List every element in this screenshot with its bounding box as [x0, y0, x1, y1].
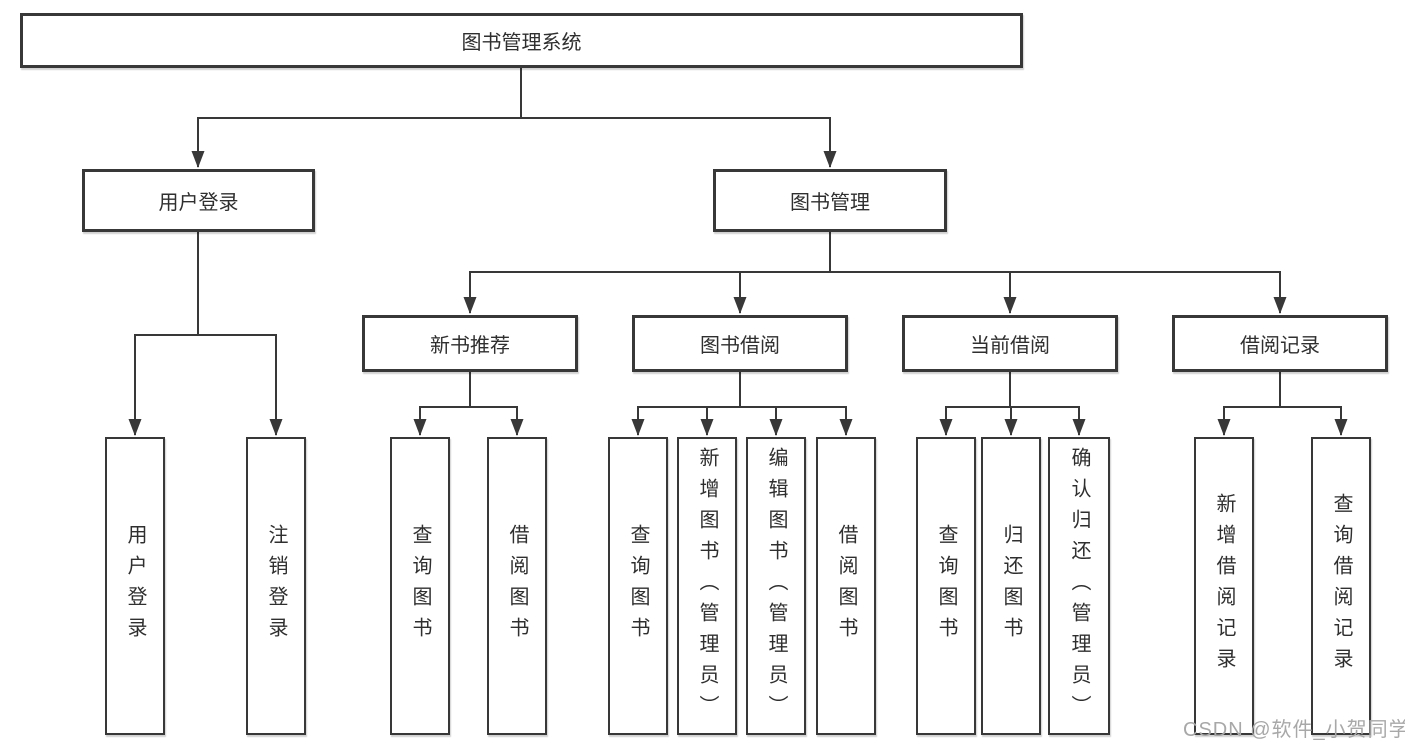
node-book-borrow: 图书借阅: [632, 315, 848, 372]
leaf-edit-books-admin: 编辑图书（管理员）: [746, 437, 806, 735]
node-new-book-recommend: 新书推荐: [362, 315, 578, 372]
node-borrow-records: 借阅记录: [1172, 315, 1388, 372]
leaf-borrow-books: 借阅图书: [816, 437, 876, 735]
node-user-login: 用户登录: [82, 169, 315, 232]
leaf-user-login: 用户登录: [105, 437, 165, 735]
node-root-system: 图书管理系统: [20, 13, 1023, 68]
leaf-logout: 注销登录: [246, 437, 306, 735]
node-current-borrow: 当前借阅: [902, 315, 1118, 372]
leaf-add-borrow-record: 新增借阅记录: [1194, 437, 1254, 735]
leaf-return-books: 归还图书: [981, 437, 1041, 735]
leaf-current-query-books: 查询图书: [916, 437, 976, 735]
leaf-query-borrow-record: 查询借阅记录: [1311, 437, 1371, 735]
node-book-management: 图书管理: [713, 169, 947, 232]
leaf-confirm-return-admin: 确认归还（管理员）: [1048, 437, 1110, 735]
leaf-recommend-query-books: 查询图书: [390, 437, 450, 735]
leaf-recommend-borrow-books: 借阅图书: [487, 437, 547, 735]
watermark-text: CSDN @软件_小贺同学: [1183, 719, 1405, 741]
leaf-borrow-query-books: 查询图书: [608, 437, 668, 735]
leaf-add-books-admin: 新增图书（管理员）: [677, 437, 737, 735]
